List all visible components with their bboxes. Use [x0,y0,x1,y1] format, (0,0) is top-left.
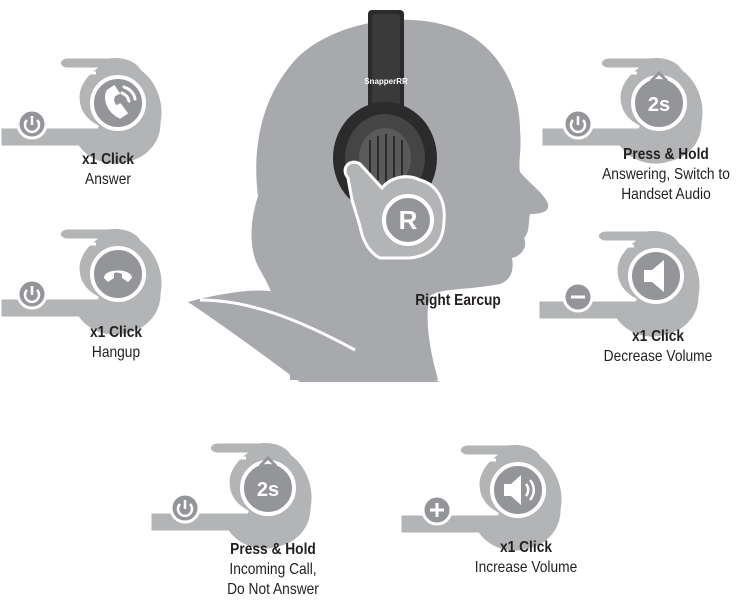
hangup-icon [104,270,132,282]
caption-line: Handset Audio [621,186,711,203]
caption-switch-audio: Press & Hold Answering, Switch to Handse… [589,145,744,205]
caption-line: Answer [85,171,131,188]
caption-line: Incoming Call, [229,561,317,578]
speaker-loud-icon [504,475,535,505]
volume-up-hand [398,441,566,555]
reject-call-timer: 2s [257,479,279,501]
volume-down-hand [536,227,704,341]
caption-action: Press & Hold [230,541,316,558]
plus-icon [421,494,453,526]
minus-icon [562,281,594,313]
speaker-icon [644,260,664,292]
caption-reject-call: Press & Hold Incoming Call, Do Not Answe… [213,540,333,600]
caption-line: Decrease Volume [603,348,713,365]
caption-action: x1 Click [631,328,685,345]
answer-hand [0,54,166,168]
caption-answer: x1 Click Answer [56,150,159,190]
hangup-power-icon [16,278,48,310]
caption-volume-up: x1 Click Increase Volume [466,538,586,578]
switch-audio-hand: 2s [539,54,707,168]
caption-action: Press & Hold [623,146,709,163]
phone-ringing-icon [105,84,137,119]
caption-volume-down: x1 Click Decrease Volume [598,327,718,367]
caption-action: x1 Click [89,324,143,341]
caption-action: x1 Click [81,151,135,168]
switch-audio-power-icon [562,108,594,140]
caption-line: Increase Volume [474,559,578,576]
switch-audio-timer: 2s [648,94,670,116]
caption-line: Hangup [91,344,141,361]
answer-power-icon [16,108,48,140]
hangup-hand [0,225,166,339]
caption-action: x1 Click [499,539,553,556]
right-earcup-label: Right Earcup [415,292,501,309]
center-hand: R [343,160,446,260]
reject-call-power-icon [169,492,201,524]
caption-hangup: x1 Click Hangup [64,323,167,363]
r-button-letter: R [399,205,418,235]
brand-text: SnapperRR [364,77,408,86]
reject-call-hand: 2s [148,439,316,553]
caption-line: Answering, Switch to [602,166,730,183]
caption-line: Do Not Answer [227,581,319,598]
